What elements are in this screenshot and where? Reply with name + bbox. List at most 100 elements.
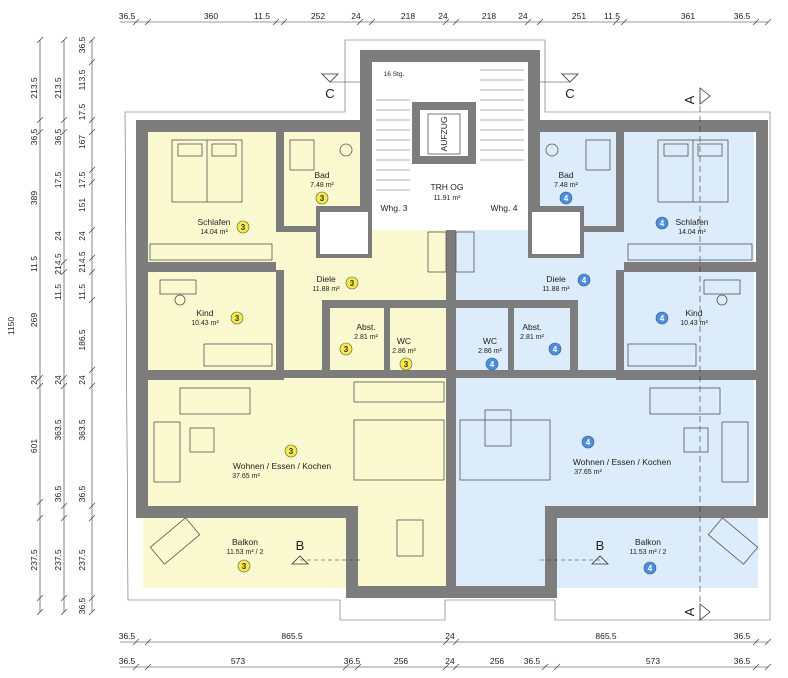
badge-diele-3: 3 xyxy=(345,276,359,290)
dim-bottom1-2: 24 xyxy=(445,631,455,641)
dimension-tick xyxy=(60,36,68,44)
dimension-tick xyxy=(60,268,68,276)
dim-total: 1150 xyxy=(6,317,16,336)
dim-left-inner-0: 36.5 xyxy=(77,36,87,53)
dimension-tick xyxy=(88,594,96,602)
dim-left-inner-3: 167 xyxy=(77,135,87,149)
dimension-left: 1150 213.5 36.5 389 11.5 269 24 601 237.… xyxy=(6,36,96,616)
svg-text:4: 4 xyxy=(490,360,495,369)
badge-abst-4: 4 xyxy=(548,342,562,356)
dimension-tick xyxy=(342,663,350,671)
room-diele-3-area: 11.88 m² xyxy=(312,286,340,293)
dimension-top: 36.5 360 11.5 252 24 218 24 218 24 251 1… xyxy=(119,11,772,26)
badge-wc-3: 3 xyxy=(399,357,413,371)
room-abst-4-area: 2.81 m² xyxy=(520,334,544,341)
dimension-tick xyxy=(132,18,140,26)
dim-left-mid-3: 24 xyxy=(53,231,63,241)
svg-text:3: 3 xyxy=(404,360,409,369)
dimension-tick xyxy=(36,594,44,602)
dim-bottom1-0: 36.5 xyxy=(119,631,136,641)
dim-top-9: 251 xyxy=(572,11,586,21)
room-balkon-4-name: Balkon xyxy=(635,537,661,547)
room-balkon-4-area: 11.53 m² / 2 xyxy=(630,549,667,556)
dim-bottom2-7: 573 xyxy=(646,656,660,666)
dim-left-inner-6: 24 xyxy=(77,231,87,241)
dimension-tick xyxy=(36,382,44,390)
dimension-tick xyxy=(36,498,44,506)
svg-text:4: 4 xyxy=(564,194,569,203)
dimension-tick xyxy=(88,128,96,136)
unit3-balkon xyxy=(143,518,348,588)
dim-left-inner-11: 363.5 xyxy=(77,419,87,441)
dim-top-0: 36.5 xyxy=(119,11,136,21)
dim-bottom2-8: 36.5 xyxy=(734,656,751,666)
room-bad-4-area: 7.48 m² xyxy=(554,182,578,189)
room-wc-4-name: WC xyxy=(483,336,497,346)
dim-top-8: 24 xyxy=(518,11,528,21)
room-diele-4-area: 11.88 m² xyxy=(542,286,570,293)
dimension-tick xyxy=(88,116,96,124)
dim-left-inner-9: 186.5 xyxy=(77,329,87,351)
dimension-tick xyxy=(36,36,44,44)
dimension-tick xyxy=(280,18,288,26)
dim-top-12: 36.5 xyxy=(734,11,751,21)
dimension-tick xyxy=(88,296,96,304)
dim-bottom2-5: 256 xyxy=(490,656,504,666)
svg-text:3: 3 xyxy=(289,447,294,456)
room-wc-3-area: 2.86 m² xyxy=(392,348,416,355)
unit-label-right: Whg. 4 xyxy=(491,203,518,213)
dimension-tick xyxy=(60,258,68,266)
dimension-tick xyxy=(442,638,450,646)
badge-balkon-4: 4 xyxy=(643,561,657,575)
svg-text:4: 4 xyxy=(648,564,653,573)
dimension-tick xyxy=(88,366,96,374)
stair-hall-name: TRH OG xyxy=(430,182,463,192)
svg-text:4: 4 xyxy=(660,219,665,228)
dimension-tick xyxy=(88,608,96,616)
dim-bottom2-3: 256 xyxy=(394,656,408,666)
dim-top-5: 218 xyxy=(401,11,415,21)
dim-left-inner-4: 17.5 xyxy=(77,171,87,188)
svg-text:3: 3 xyxy=(235,314,240,323)
dimension-tick xyxy=(752,638,760,646)
room-kind-3-name: Kind xyxy=(196,308,213,318)
dimension-tick xyxy=(60,608,68,616)
dim-top-2: 11.5 xyxy=(254,11,270,21)
dimension-tick xyxy=(272,18,280,26)
svg-text:4: 4 xyxy=(660,314,665,323)
section-b-right: B xyxy=(596,538,605,553)
dim-top-3: 252 xyxy=(311,11,325,21)
room-wc-4-area: 2.86 m² xyxy=(478,348,502,355)
dimension-tick xyxy=(144,18,152,26)
dimension-tick xyxy=(620,18,628,26)
dimension-tick xyxy=(88,254,96,262)
stair-steps-label: 16 Stg. xyxy=(384,71,405,78)
dimension-tick xyxy=(524,18,532,26)
dim-top-10: 11.5 xyxy=(604,11,620,21)
dimension-tick xyxy=(132,663,140,671)
dimension-tick xyxy=(764,638,772,646)
unit3-floor-kitchen xyxy=(355,518,446,590)
dim-bottom1-4: 36.5 xyxy=(734,631,751,641)
svg-text:4: 4 xyxy=(582,276,587,285)
dim-top-6: 24 xyxy=(438,11,448,21)
room-schlafen-4-area: 14.04 m² xyxy=(678,229,706,236)
room-wohnen-3-area: 37.65 m² xyxy=(232,473,260,480)
dim-left-inner-14: 36.5 xyxy=(77,597,87,614)
dimension-tick xyxy=(60,374,68,382)
dimension-tick xyxy=(553,663,561,671)
dim-left-inner-10: 24 xyxy=(77,375,87,385)
dim-left-outer-1: 36.5 xyxy=(29,128,39,145)
furniture xyxy=(149,139,759,565)
svg-text:3: 3 xyxy=(242,562,247,571)
section-c-right: C xyxy=(565,86,574,101)
room-diele-4-name: Diele xyxy=(546,274,566,284)
dimension-tick xyxy=(144,638,152,646)
room-number-badges: 3 3 3 3 3 3 3 3 4 4 4 4 4 4 4 4 xyxy=(230,191,669,575)
room-kind-4-name: Kind xyxy=(685,308,702,318)
stair-hall-area: 11.91 m² xyxy=(433,195,461,202)
svg-text:3: 3 xyxy=(350,279,355,288)
badge-bad-3: 3 xyxy=(315,191,329,205)
dim-left-inner-1: 113.5 xyxy=(77,69,87,90)
dimension-tick xyxy=(88,502,96,510)
